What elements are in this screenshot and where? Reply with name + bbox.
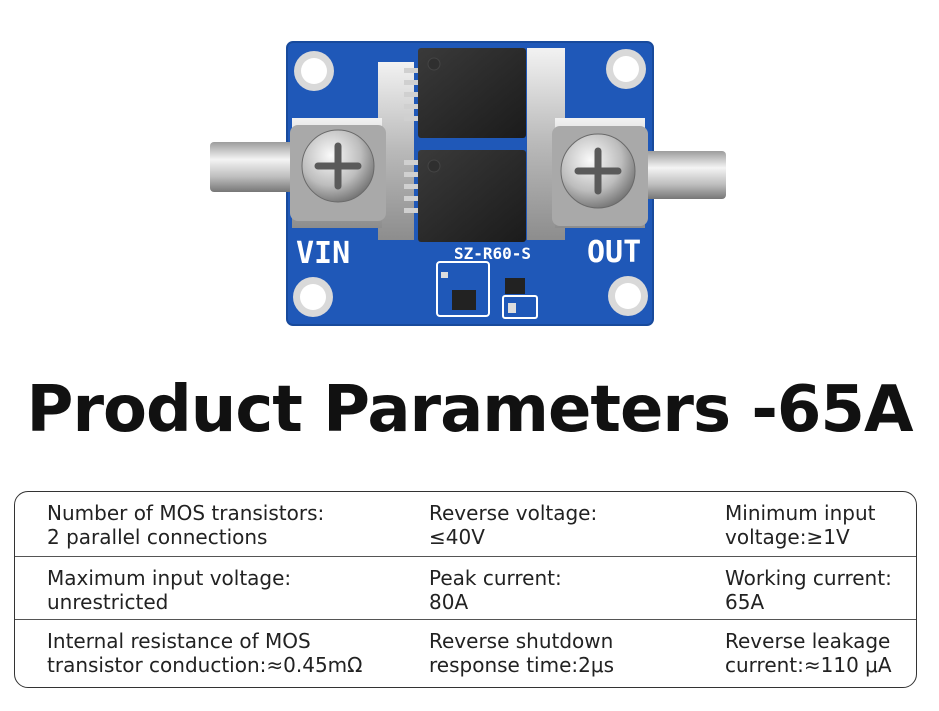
parameters-table: Number of MOS transistors: 2 parallel co…: [14, 491, 917, 688]
param-line: 2 parallel connections: [47, 525, 268, 549]
param-line: Peak current:: [429, 566, 562, 590]
param-line: ≤40V: [429, 525, 485, 549]
param-cell: Internal resistance of MOS transistor co…: [47, 629, 362, 677]
param-line: Reverse shutdown: [429, 629, 614, 653]
mounting-hole-icon: [293, 277, 333, 317]
vin-label: VIN: [296, 236, 350, 271]
param-line: Minimum input: [725, 501, 876, 525]
output-screw-icon: [560, 133, 636, 209]
input-terminal-lug: [210, 142, 310, 192]
param-line: Reverse leakage: [725, 629, 891, 653]
param-cell: Peak current: 80A: [429, 566, 562, 614]
param-line: transistor conduction:≈0.45mΩ: [47, 653, 363, 677]
diode-component: [502, 278, 538, 319]
param-line: unrestricted: [47, 590, 169, 614]
param-line: 80A: [429, 590, 469, 614]
param-cell: Working current: 65A: [725, 566, 892, 614]
page-title: Product Parameters -65A: [26, 373, 914, 447]
param-line: 65A: [725, 590, 765, 614]
controller-ic: [436, 261, 490, 317]
param-line: voltage:≥1V: [725, 525, 850, 549]
param-cell: Number of MOS transistors: 2 parallel co…: [47, 501, 324, 549]
mosfet-chip-bottom: [418, 150, 526, 242]
param-cell: Reverse leakage current:≈110 μA: [725, 629, 892, 677]
table-row: Maximum input voltage: unrestricted Peak…: [15, 556, 916, 619]
param-line: Maximum input voltage:: [47, 566, 292, 590]
table-row: Internal resistance of MOS transistor co…: [15, 619, 916, 682]
mounting-hole-icon: [606, 49, 646, 89]
out-label: OUT: [587, 235, 641, 270]
model-label: SZ-R60-S: [454, 244, 531, 263]
param-line: Reverse voltage:: [429, 501, 598, 525]
param-line: Working current:: [725, 566, 892, 590]
param-cell: Reverse voltage: ≤40V: [429, 501, 597, 549]
product-image: VIN OUT SZ-R60-S: [0, 0, 939, 340]
input-screw-icon: [301, 129, 375, 203]
param-line: Number of MOS transistors:: [47, 501, 325, 525]
param-line: current:≈110 μA: [725, 653, 892, 677]
param-line: Internal resistance of MOS: [47, 629, 311, 653]
output-terminal-lug: [630, 151, 726, 199]
param-line: response time:2μs: [429, 653, 614, 677]
param-cell: Minimum input voltage:≥1V: [725, 501, 876, 549]
param-cell: Reverse shutdown response time:2μs: [429, 629, 614, 677]
mosfet-chip-top: [418, 48, 526, 138]
param-cell: Maximum input voltage: unrestricted: [47, 566, 291, 614]
mounting-hole-icon: [608, 276, 648, 316]
table-row: Number of MOS transistors: 2 parallel co…: [15, 492, 916, 554]
pcb-board-illustration: VIN OUT SZ-R60-S: [210, 41, 726, 326]
mounting-hole-icon: [294, 51, 334, 91]
